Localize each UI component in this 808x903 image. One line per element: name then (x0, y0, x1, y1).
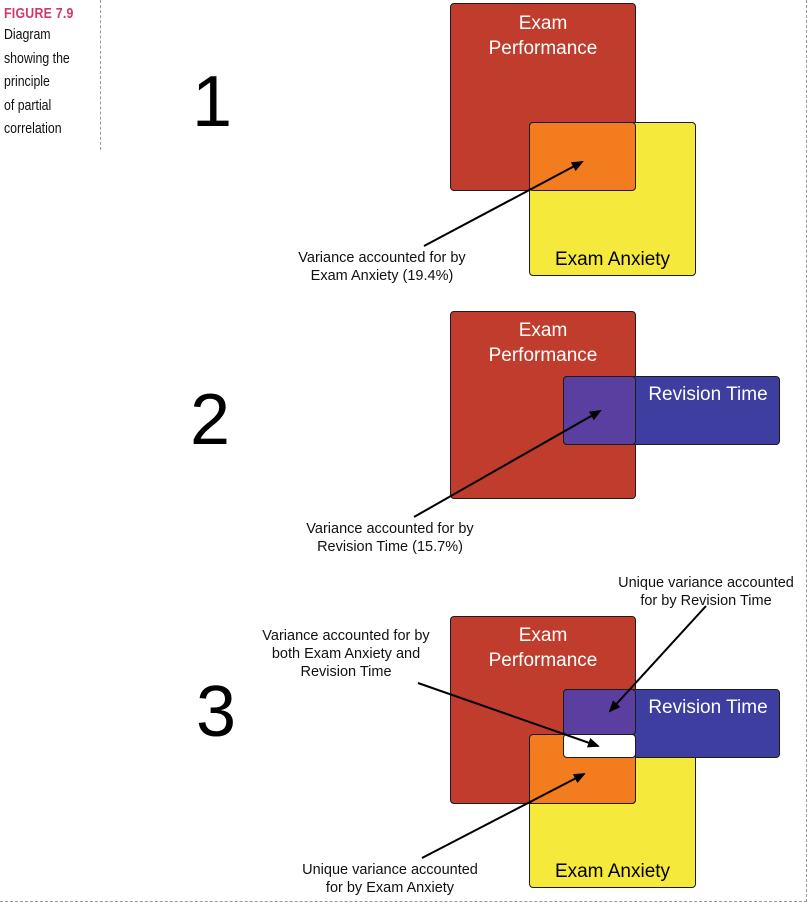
exam-performance-label: Exam Performance (488, 13, 598, 59)
revision-time-label: Revision Time (648, 697, 768, 718)
overlap-revision-performance (563, 376, 636, 445)
exam-anxiety-label: Exam Anxiety (554, 861, 671, 882)
figure-caption: FIGURE 7.9 Diagram showing the principle… (4, 4, 89, 142)
exam-performance-label: Exam Performance (488, 625, 598, 671)
panel-number: 3 (195, 672, 237, 752)
revision-time-label: Revision Time (648, 384, 768, 405)
overlap-revision-performance (563, 689, 636, 735)
variance-note: Variance accounted for by Revision Time … (306, 521, 474, 555)
overlap-shared (563, 734, 636, 758)
overlap-anxiety-performance (529, 122, 636, 191)
exam-anxiety-label: Exam Anxiety (554, 249, 671, 270)
exam-performance-label: Exam Performance (488, 320, 598, 366)
figure-caption-text: Diagram showing the principle of partial… (4, 27, 70, 137)
caption-divider (100, 0, 101, 150)
unique-anxiety-variance-note: Unique variance accounted for by Exam An… (302, 862, 478, 896)
figure-label: FIGURE 7.9 (4, 6, 74, 22)
panel-number: 2 (189, 380, 231, 460)
shared-variance-note: Variance accounted for by both Exam Anxi… (262, 628, 430, 680)
panel-number: 1 (191, 62, 233, 142)
variance-note: Variance accounted for by Exam Anxiety (… (298, 250, 466, 284)
unique-revision-variance-note: Unique variance accounted for by Revisio… (618, 575, 794, 609)
